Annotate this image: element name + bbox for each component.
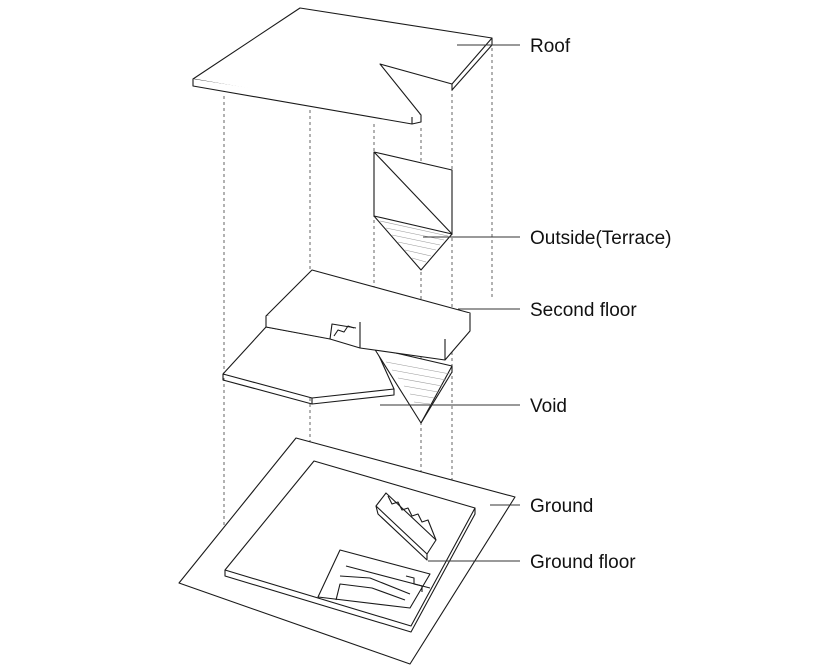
label-ground: Ground xyxy=(530,496,593,517)
roof-slab xyxy=(192,7,493,125)
ground-slab xyxy=(178,437,516,665)
label-void: Void xyxy=(530,396,567,417)
terrace-prism xyxy=(373,151,453,271)
label-second-floor: Second floor xyxy=(530,300,637,321)
second-floor-stair xyxy=(329,323,357,340)
void-wedge xyxy=(373,347,453,424)
label-terrace: Outside(Terrace) xyxy=(530,228,672,249)
second-floor-upper-block xyxy=(265,269,471,361)
label-roof: Roof xyxy=(530,36,571,57)
label-ground-floor: Ground floor xyxy=(530,552,636,573)
leader-lines xyxy=(380,44,520,562)
ground-stair xyxy=(375,492,437,561)
